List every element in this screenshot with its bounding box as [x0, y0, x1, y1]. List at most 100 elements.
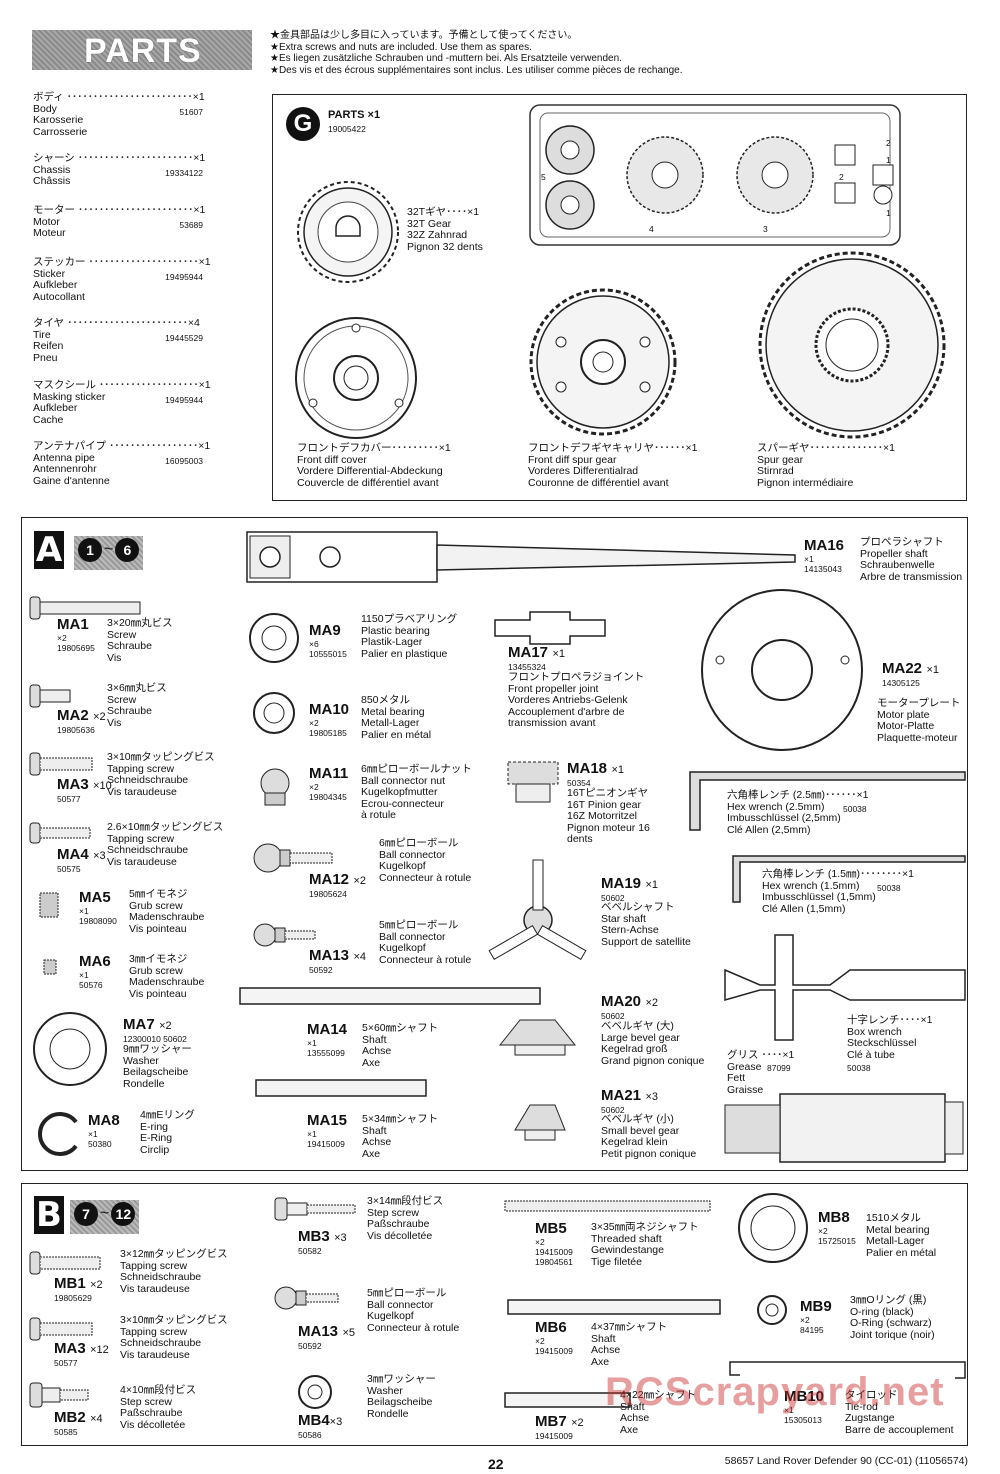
watermark: RCScrapyard.net	[605, 1370, 945, 1414]
g-code: 19005422	[328, 124, 366, 134]
hex-wrench-1.5-icon	[732, 855, 966, 903]
hex-wrench-2.5-icon	[689, 771, 966, 831]
small-bevel-gear-icon	[514, 1104, 566, 1141]
front-diff-cover-icon	[295, 317, 417, 439]
ma21-desc: ベベルギヤ (小) Small bevel gear Kegelrad klei…	[601, 1113, 697, 1160]
ma15-desc: 5×34㎜シャフト Shaft Achse Axe	[362, 1113, 439, 1160]
large-bevel-gear-icon	[498, 1019, 577, 1056]
ma10-item: MA10 ×2 19805185	[309, 701, 350, 739]
propeller-shaft-icon	[246, 531, 796, 583]
screw-3x6-icon	[29, 684, 71, 708]
mb7-item: MB7 ×2 19415009	[535, 1413, 584, 1442]
ma19-item: MA19 ×1 50602	[601, 875, 659, 904]
spur-gear-label: スパーギヤ･･････････････×1 Spur gear Stirnrad…	[757, 442, 895, 489]
e-ring-icon	[38, 1112, 78, 1156]
list-item: アンテナパイプ ･････････････････×1 Antenna pipe…	[33, 440, 211, 487]
grub-screw-3mm-icon	[43, 959, 57, 975]
bag-b-steps: 7~12	[70, 1200, 140, 1234]
grub-screw-5mm-icon	[39, 892, 59, 918]
front-propeller-joint-icon	[494, 611, 606, 645]
washer-3mm-icon	[298, 1375, 332, 1409]
ma12-item: MA12 ×2 19805624	[309, 871, 367, 900]
hex25-code: 50038	[843, 804, 867, 814]
ma8-item: MA8 ×1 50380	[88, 1112, 120, 1150]
step-to: 6	[115, 538, 140, 562]
step-from: 1	[78, 538, 102, 562]
hex25-desc: 六角棒レンチ (2.5㎜)･･････×1 Hex wrench (2.5mm)…	[727, 789, 869, 836]
list-item: モーター ･･････････････････････×1 Motor Mote…	[33, 204, 206, 239]
bag-a-box	[21, 517, 968, 1171]
ma19-desc: ベベルシャフト Star shaft Stern-Achse Support d…	[601, 901, 691, 948]
gear-32t-label: 32Tギヤ････×1 32T Gear 32Z Zahnrad Pignon …	[407, 206, 483, 253]
o-ring-icon	[757, 1295, 787, 1325]
mb6-item: MB6 ×2 19415009	[535, 1319, 573, 1357]
mb5-desc: 3×35㎜両ネジシャフト Threaded shaft Gewindestang…	[591, 1221, 699, 1268]
ma18-item: MA18 ×1 50354	[567, 760, 625, 789]
mb4-item: MB4×3 50586	[298, 1412, 343, 1441]
bag-a-letter: A	[34, 530, 64, 570]
box-wrench-icon	[724, 934, 966, 1041]
sprue-num: 2	[839, 172, 844, 182]
ball-connector-5mm-icon	[253, 923, 316, 947]
pinion-gear-16t-icon	[507, 761, 559, 803]
shaft-5x60-icon	[239, 987, 541, 1005]
parts-title-banner: PARTS	[32, 30, 252, 70]
ma14-item: MA14 ×1 13555099	[307, 1021, 348, 1059]
ma10-desc: 850メタル Metal bearing Metall-Lager Palier…	[361, 694, 432, 741]
front-diff-spur-label: フロントデフギヤキャリヤ･･････×1 Front diff spur gea…	[528, 442, 698, 489]
page-number: 22	[488, 1456, 504, 1472]
mb-ma3-desc: 3×10㎜タッピングビス Tapping screw Schneidschrau…	[120, 1314, 228, 1361]
step-screw-3x14-icon	[274, 1197, 356, 1221]
washer-9mm-icon	[33, 1012, 107, 1086]
ma2-desc: 3×6㎜丸ビス Screw Schraube Vis	[107, 682, 167, 729]
screw-3x20-icon	[29, 596, 141, 620]
ma1-desc: 3×20㎜丸ビス Screw Schraube Vis	[107, 617, 173, 664]
tapping-screw-2.6x10-icon	[29, 822, 91, 844]
ma3-desc: 3×10㎜タッピングビス Tapping screw Schneidschrau…	[107, 751, 215, 798]
grease-tube-icon	[724, 1093, 964, 1163]
spur-gear-icon	[758, 251, 946, 439]
mb10-item: MB10 ×1 15305013	[784, 1388, 825, 1426]
ma6-desc: 3㎜イモネジ Grub screw Madenschraube Vis poin…	[129, 953, 205, 1000]
list-item: ステッカー ･････････････････････×1 Sticker Au…	[33, 256, 211, 303]
ma22-item: MA22 ×1 14305125	[882, 660, 940, 689]
ma14-desc: 5×60㎜シャフト Shaft Achse Axe	[362, 1022, 439, 1069]
step-screw-4x10-icon	[29, 1382, 89, 1408]
motor-plate-icon	[701, 589, 863, 751]
ma18-desc: 16Tピニオンギヤ 16T Pinion gear 16Z Motorritze…	[567, 787, 650, 845]
metal-bearing-icon	[253, 692, 295, 734]
sprue-num: 1	[886, 155, 891, 165]
ma7-desc: 9㎜ワッシャー Washer Beilagscheibe Rondelle	[123, 1043, 192, 1090]
note-en: ★Extra screws and nuts are included. Use…	[270, 41, 532, 53]
sprue-num: 2	[886, 138, 891, 148]
ma3-item: MA3 ×10 50577	[57, 776, 112, 805]
tapping-screw-3x12-icon	[29, 1251, 101, 1275]
step-from: 7	[74, 1202, 98, 1226]
ma2-item: MA2 ×2 19805636	[57, 707, 106, 736]
g-parts-box	[272, 94, 967, 501]
bag-b-box	[21, 1183, 968, 1446]
mb5-item: MB5 ×2 19415009 19804561	[535, 1220, 573, 1268]
mb7-desc: 4×22㎜シャフト Shaft Achse Axe	[620, 1389, 697, 1436]
box-wrench-desc: 十字レンチ････×1 Box wrench Steckschlüssel Cl…	[847, 1014, 933, 1061]
gear-32t-icon	[297, 181, 399, 283]
ma1-item: MA1 ×2 19805695	[57, 616, 95, 654]
star-shaft-icon	[488, 859, 587, 961]
mb4-desc: 3㎜ワッシャー Washer Beilagscheibe Rondelle	[367, 1373, 436, 1420]
mb-ma13-item: MA13 ×5 50592	[298, 1323, 356, 1352]
ma20-item: MA20 ×2 50602	[601, 993, 659, 1022]
ma9-desc: 1150プラベアリング Plastic bearing Plastik-Lage…	[361, 613, 458, 660]
list-item: シャーシ ･･････････････････････×1 Chassis Ch…	[33, 152, 206, 187]
hex15-code: 50038	[877, 883, 901, 893]
ma11-item: MA11 ×2 19804345	[309, 765, 349, 803]
ma9-item: MA9 ×6 10555015	[309, 622, 347, 660]
list-item: ボディ ････････････････････････×1 Body Karo…	[33, 91, 205, 138]
shaft-4x22-icon	[504, 1392, 631, 1408]
header-notes: ★金具部品は少し多目に入っています。予備として使ってください。 ★Extra s…	[270, 30, 683, 76]
ma16-item: MA16 ×1 14135043	[804, 537, 845, 575]
ma4-desc: 2.6×10㎜タッピングビス Tapping screw Schneidschr…	[107, 821, 224, 868]
front-diff-cover-label: フロントデフカバー･････････×1 Front diff cover Vo…	[297, 442, 451, 489]
mb3-item: MB3 ×3 50582	[298, 1228, 347, 1257]
